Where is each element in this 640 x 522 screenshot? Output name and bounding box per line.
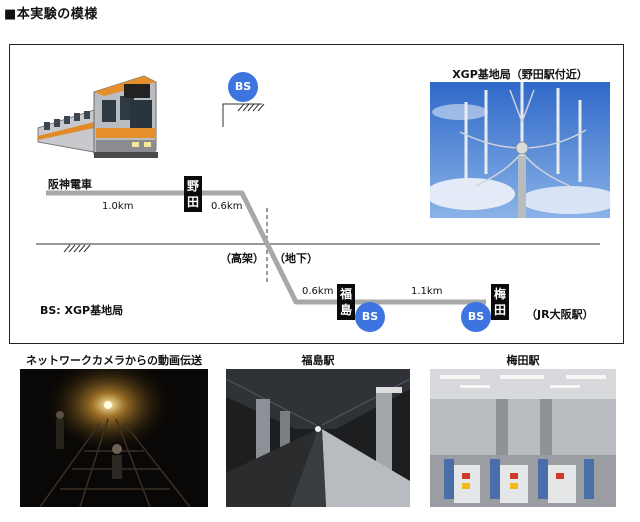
station-noda: 野 田 (184, 176, 202, 212)
underground-label: （地下） (274, 252, 318, 265)
page-heading: ■本実験の模様 (4, 7, 98, 22)
station-fukushima-char-1: 福 (339, 287, 352, 301)
jr-osaka-label: （JR大阪駅） (526, 308, 594, 321)
bs-mount-hatch-icon (237, 103, 265, 112)
bs-marker-noda: BS (228, 72, 258, 102)
train-line-label: 阪神電車 (48, 178, 92, 191)
xgp-antenna-photo (430, 82, 610, 218)
train-image (37, 75, 158, 158)
station-umeda: 梅 田 (491, 284, 509, 320)
station-umeda-char-1: 梅 (493, 287, 506, 301)
camera-feed-photo (20, 369, 208, 507)
fukushima-station-photo (226, 369, 410, 507)
station-fukushima: 福 島 (337, 284, 355, 320)
station-umeda-char-2: 田 (493, 303, 506, 317)
distance-label-1: 1.0km (102, 201, 134, 212)
xgp-photo-caption: XGP基地局（野田駅付近） (452, 68, 588, 81)
distance-label-3: 0.6km (302, 286, 334, 297)
elevated-label: （高架） (220, 252, 264, 265)
umeda-caption: 梅田駅 (506, 354, 540, 367)
bs-legend: BS: XGP基地局 (40, 304, 124, 317)
fukushima-caption: 福島駅 (301, 354, 335, 367)
umeda-station-photo (430, 369, 616, 507)
distance-label-4: 1.1km (411, 286, 443, 297)
bs-marker-fukushima: BS (355, 302, 385, 332)
station-noda-char-2: 田 (186, 195, 199, 209)
bs-marker-umeda: BS (461, 302, 491, 332)
station-noda-char-1: 野 (186, 179, 199, 193)
track-line (46, 190, 486, 305)
station-fukushima-char-2: 島 (339, 303, 352, 317)
camera-caption: ネットワークカメラからの動画伝送 (26, 354, 202, 367)
ground-hatch-icon (63, 244, 91, 253)
distance-label-2: 0.6km (211, 201, 243, 212)
diagram-frame (9, 44, 624, 344)
